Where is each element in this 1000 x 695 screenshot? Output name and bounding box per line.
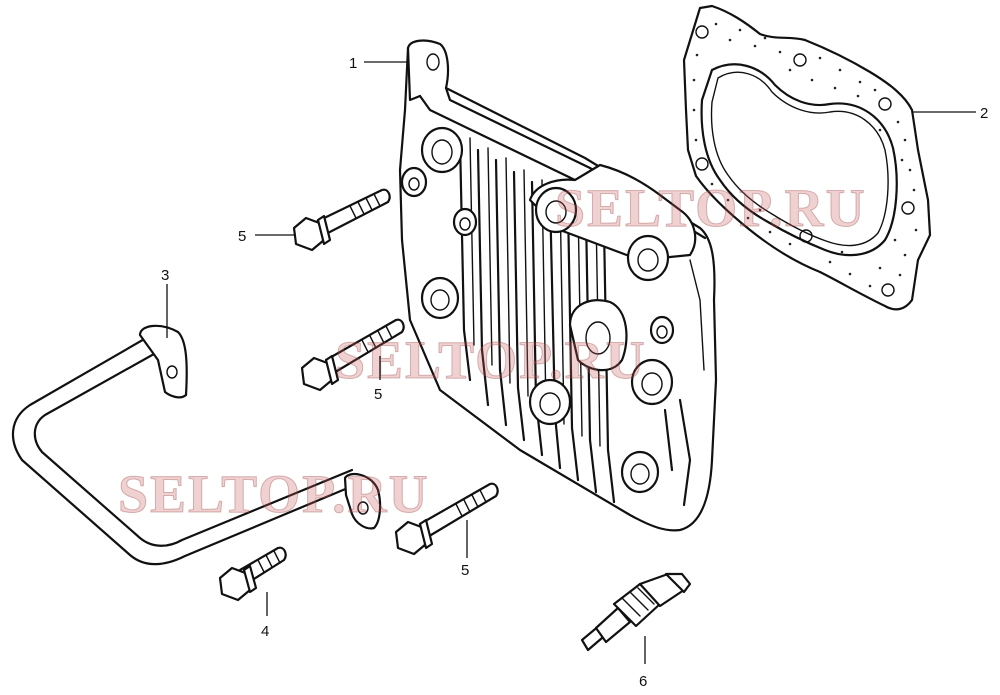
- callout-1: 1: [349, 55, 357, 72]
- bolt-short: [218, 546, 287, 602]
- callout-2: 2: [980, 105, 988, 122]
- head-gasket: [682, 4, 932, 311]
- callout-4: 4: [261, 623, 269, 640]
- callout-6: 6: [639, 673, 647, 690]
- cylinder-head: [398, 39, 718, 532]
- watermark-bottom: SELTOP.RU: [118, 464, 430, 524]
- watermark-middle: SELTOP.RU: [335, 330, 647, 390]
- callout-3: 3: [161, 267, 169, 284]
- bolt-lower: [394, 482, 499, 556]
- spark-plug: [580, 572, 692, 652]
- callout-5-lower: 5: [461, 562, 469, 579]
- callout-5-upper: 5: [238, 228, 246, 245]
- callout-5-middle: 5: [374, 386, 382, 403]
- bolt-upper: [292, 188, 391, 252]
- watermark-top: SELTOP.RU: [555, 178, 867, 238]
- bolt-middle: [300, 318, 405, 392]
- support-bracket: [11, 324, 382, 566]
